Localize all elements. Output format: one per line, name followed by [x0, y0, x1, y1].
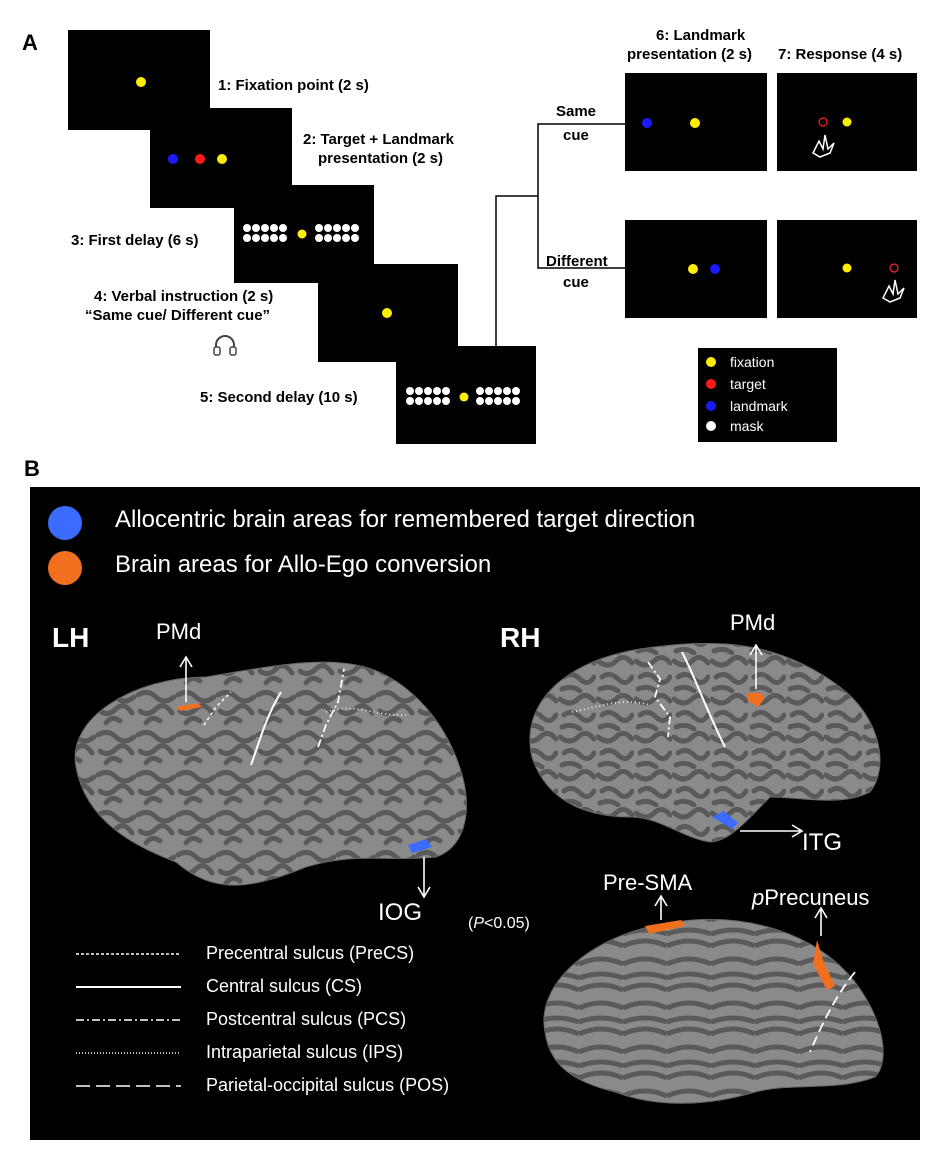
sulcus-label-ips: Intraparietal sulcus (IPS) [206, 1042, 404, 1062]
region-label-pre-sma: Pre-SMA [603, 870, 693, 895]
threshold-p: P [473, 915, 484, 932]
sulcus-line-legend [76, 953, 181, 1087]
step-2-label-line2: presentation (2 s) [318, 150, 444, 167]
step-7-label: 7: Response (4 s) [778, 46, 903, 63]
step-2-label-line1: 2: Target + Landmark [303, 131, 455, 148]
legend-label: landmark [730, 398, 788, 414]
sulcus-label-pos: Parietal-occipital sulcus (POS) [206, 1075, 450, 1095]
legend-swatch-allocentric [48, 506, 82, 540]
legend-swatch-allo-ego [48, 551, 82, 585]
sulcus-label-cs: Central sulcus (CS) [206, 976, 363, 996]
region-label-pmd-left: PMd [156, 619, 202, 644]
same-cue-label-line2: cue [563, 127, 589, 144]
step-4-label-line1: 4: Verbal instruction (2 s) [94, 288, 274, 305]
step-5-label: 5: Second delay (10 s) [200, 389, 358, 406]
legend-item-mask: mask [706, 416, 763, 436]
legend-item-target: target [706, 374, 766, 394]
fixation-dot [688, 264, 698, 274]
fixation-dot [136, 77, 146, 87]
left-hemisphere-label: LH [52, 622, 90, 653]
legend-label: mask [730, 418, 764, 434]
step-6-label-line2: presentation (2 s) [627, 46, 753, 63]
screen-verbal-instruction [318, 264, 458, 362]
left-hemisphere-brain [74, 655, 467, 899]
brain-figure-panel: Allocentric brain areas for remembered t… [30, 487, 920, 1140]
pointing-hand-icon [812, 134, 835, 158]
region-label-pmd-right: PMd [730, 610, 776, 635]
precuneus-prefix: p [752, 885, 765, 910]
legend-label: fixation [730, 354, 775, 370]
screen-second-delay [396, 346, 536, 444]
different-cue-label-line2: cue [563, 274, 589, 291]
screen-landmark-different [625, 220, 767, 318]
step-4-label-line2: “Same cue/ Different cue” [85, 307, 271, 324]
panel-b-label: B [24, 456, 40, 481]
legend-label-allocentric: Allocentric brain areas for remembered t… [115, 506, 696, 533]
legend-item-fixation: fixation [706, 352, 774, 372]
legend-a: fixation target landmark mask [698, 348, 837, 442]
legend-dot [706, 421, 716, 431]
region-label-iog: IOG [378, 899, 423, 926]
legend-label: target [730, 376, 766, 392]
sulcus-label-precs: Precentral sulcus (PreCS) [206, 943, 415, 963]
threshold-label: (P<0.05) [468, 915, 530, 933]
region-label-itg: ITG [802, 829, 842, 856]
screen-response-same [777, 73, 917, 171]
screen-landmark-same [625, 73, 767, 171]
region-label-precuneus: pPrecuneus [752, 885, 869, 911]
landmark-dot [710, 264, 720, 274]
legend-item-landmark: landmark [706, 396, 788, 416]
landmark-dot [168, 154, 178, 164]
same-cue-label-line1: Same [556, 103, 597, 120]
response-graphic [842, 263, 905, 303]
panel-a-label: A [22, 30, 38, 55]
branch-connector [495, 123, 626, 346]
step-6-label-line1: 6: Landmark [656, 27, 746, 44]
legend-dot [706, 401, 716, 411]
step-3-label: 3: First delay (6 s) [71, 232, 199, 249]
legend-dot [706, 379, 716, 389]
fixation-dot [690, 118, 700, 128]
mask-pattern [243, 224, 359, 242]
response-graphic [812, 117, 852, 158]
headphones-icon [213, 335, 237, 356]
threshold-rest: <0.05) [484, 915, 530, 932]
screen-response-different [777, 220, 917, 318]
legend-dot [706, 357, 716, 367]
fixation-dot [217, 154, 227, 164]
mask-pattern [406, 387, 520, 405]
right-hemisphere-brain [529, 642, 881, 843]
step-1-label: 1: Fixation point (2 s) [218, 77, 369, 94]
target-dot [195, 154, 205, 164]
pointing-hand-icon [882, 279, 905, 303]
legend-label-allo-ego: Brain areas for Allo-Ego conversion [115, 551, 492, 578]
fixation-dot [382, 308, 392, 318]
precuneus-name: Precuneus [764, 885, 870, 910]
sulcus-label-pcs: Postcentral sulcus (PCS) [206, 1009, 407, 1029]
threshold-open: ( [468, 915, 474, 932]
right-hemisphere-label: RH [500, 622, 541, 653]
landmark-dot [642, 118, 652, 128]
different-cue-label-line1: Different [546, 253, 608, 270]
right-medial-brain [543, 894, 884, 1104]
